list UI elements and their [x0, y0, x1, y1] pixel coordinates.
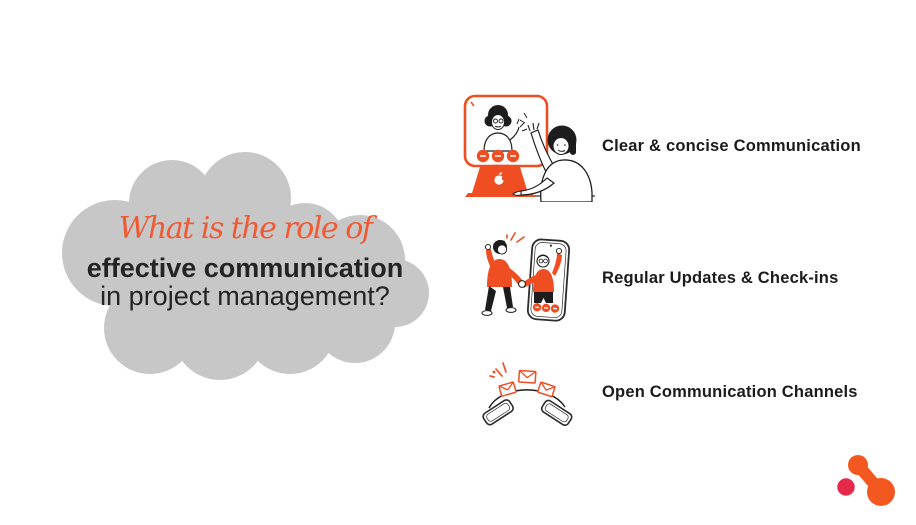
title-script-line: What is the role of — [118, 211, 373, 246]
title-bold-line: effective communication — [86, 253, 404, 283]
list-item: Regular Updates & Check-ins — [452, 228, 838, 328]
list-item: Clear & concise Communication — [452, 90, 861, 202]
list-item: Open Communication Channels — [452, 356, 858, 428]
video-call-illustration-icon — [452, 90, 602, 202]
phone-handshake-illustration-icon — [452, 228, 602, 328]
list-item-label: Open Communication Channels — [602, 382, 858, 401]
title-regular-line: in project management? — [100, 281, 390, 311]
phones-messaging-illustration-icon — [452, 356, 602, 428]
title-background-blob — [62, 152, 429, 380]
brand-logo — [837, 455, 895, 506]
list-item-label: Regular Updates & Check-ins — [602, 268, 839, 287]
list-item-label: Clear & concise Communication — [602, 136, 861, 155]
logo-red-dot — [837, 478, 855, 496]
